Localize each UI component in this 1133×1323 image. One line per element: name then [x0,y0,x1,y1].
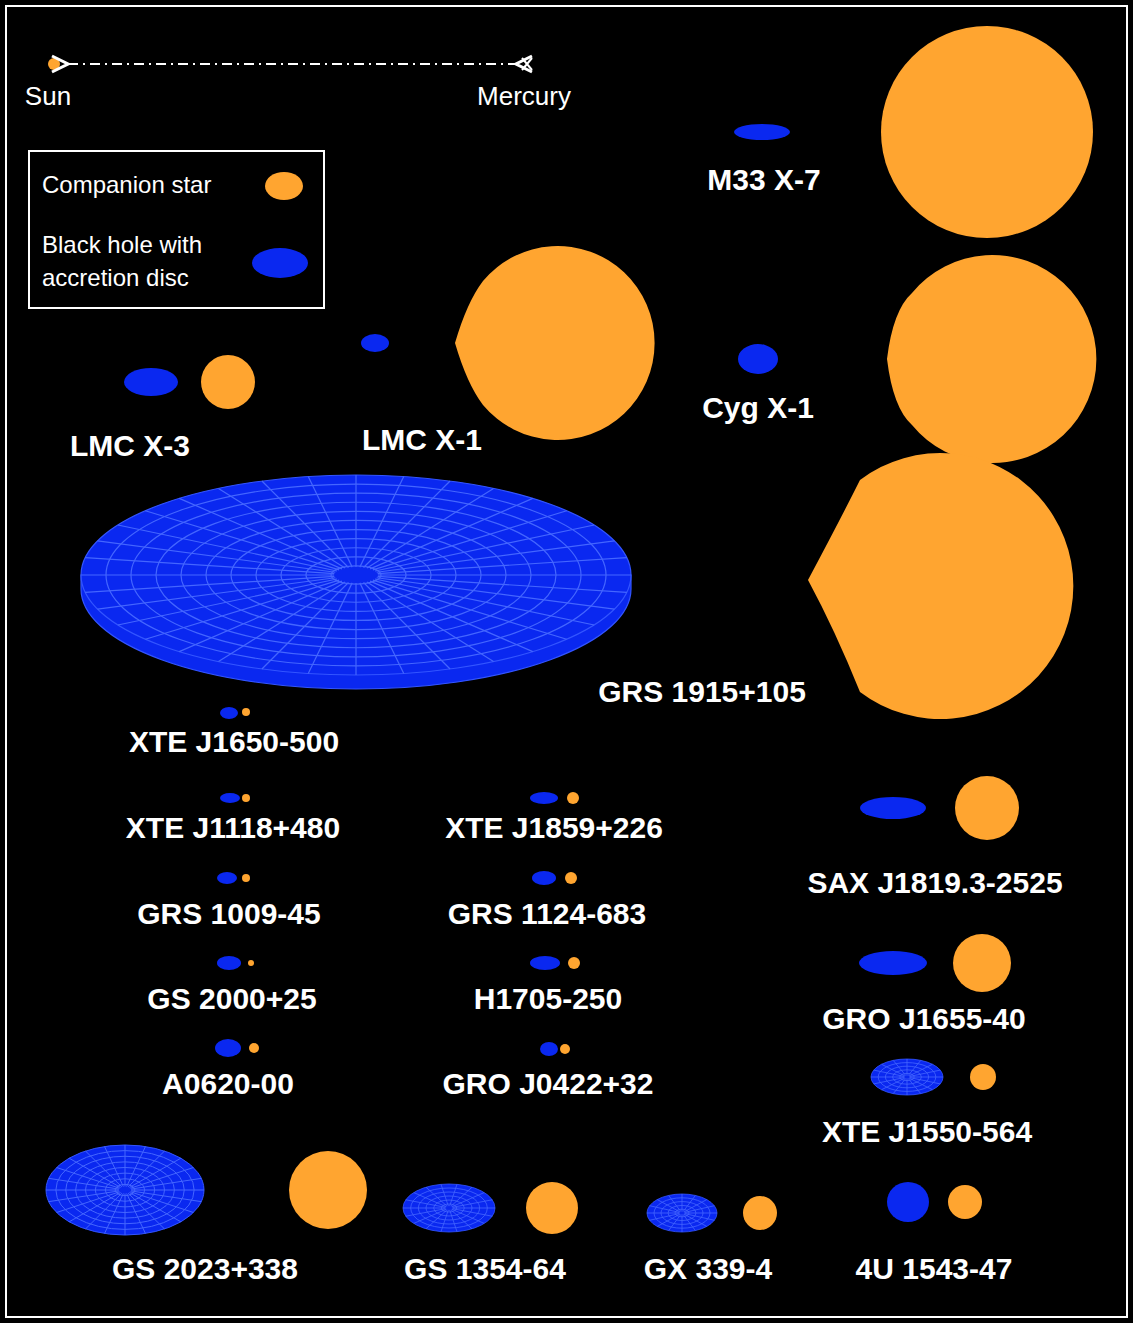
system-name: XTE J1118+480 [126,813,340,843]
system-name: GRS 1124-683 [448,899,646,929]
system-name: LMC X-1 [362,425,482,455]
system-name: M33 X-7 [707,165,820,195]
system-name: XTE J1859+226 [445,813,663,843]
mercury-mark [522,58,532,70]
system-name: 4U 1543-47 [856,1254,1013,1284]
grid-discs [46,475,943,1235]
scale-label: Mercury [477,83,571,109]
system-name: SAX J1819.3-2525 [807,868,1062,898]
system-name: XTE J1650-500 [129,727,339,757]
system-name: GRO J1655-40 [822,1004,1025,1034]
system-name: GS 2023+338 [112,1254,298,1284]
system-name: H1705-250 [474,984,622,1014]
system-name: GRO J0422+32 [443,1069,654,1099]
system-name: GRS 1915+105 [598,677,806,707]
scale-label: Sun [25,83,71,109]
system-name: LMC X-3 [70,431,190,461]
system-name: GS 1354-64 [404,1254,566,1284]
frame [6,6,1127,1317]
system-name: GRS 1009-45 [137,899,320,929]
system-name: XTE J1550-564 [822,1117,1032,1147]
legend-swatch [252,248,308,278]
legend-text: Companion star [42,168,247,201]
system-name: Cyg X-1 [702,393,814,423]
scale-line [68,63,516,65]
legend-swatch [265,172,303,200]
system-name: GX 339-4 [644,1254,772,1284]
sun-dot [48,58,60,70]
legend-box: Companion starBlack hole with accretion … [28,150,325,309]
system-name: GS 2000+25 [147,984,316,1014]
system-name: A0620-00 [162,1069,294,1099]
legend-text: Black hole with accretion disc [42,228,247,294]
